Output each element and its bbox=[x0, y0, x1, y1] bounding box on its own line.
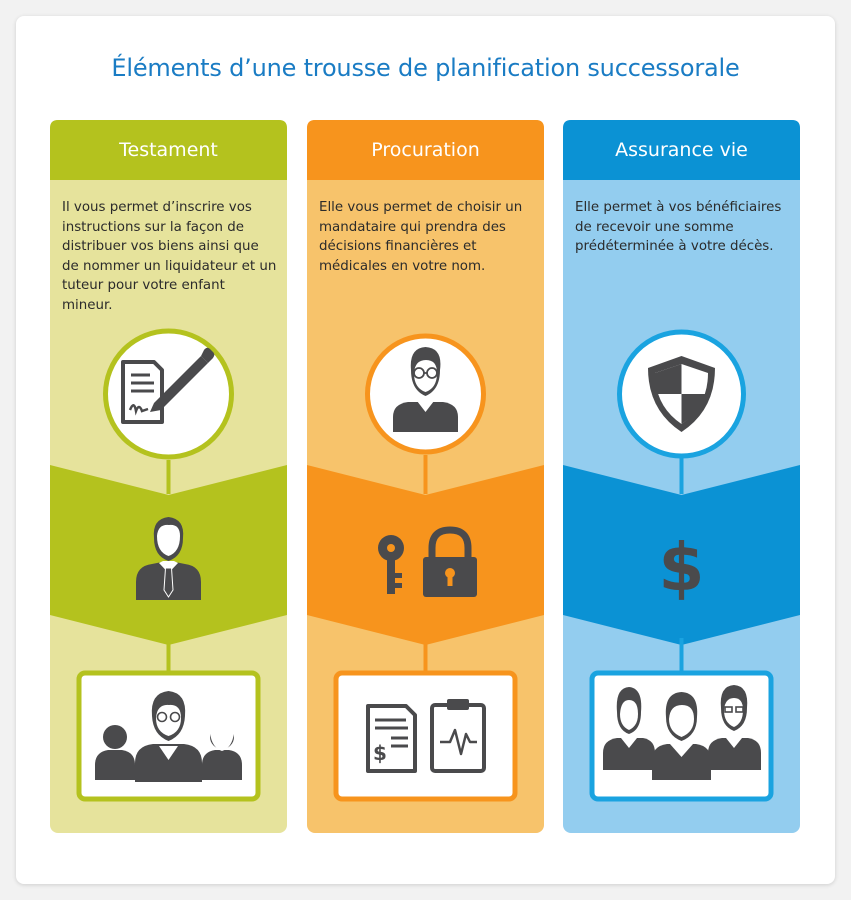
column-testament-graphic bbox=[50, 120, 287, 833]
column-description: Elle permet à vos bénéficiaires de recev… bbox=[575, 200, 782, 255]
column-procuration-graphic: $ bbox=[307, 120, 544, 833]
man-tie-icon bbox=[136, 517, 201, 600]
dollar-icon: $ bbox=[659, 529, 705, 606]
column-assurance-vie: $ Assurance vie Elle permet à vos bénéfi… bbox=[563, 120, 800, 833]
column-heading: Assurance vie bbox=[615, 139, 748, 161]
shield-icon bbox=[617, 329, 746, 459]
document-pen-icon bbox=[103, 328, 234, 460]
group-icon bbox=[589, 670, 774, 802]
family-icon bbox=[76, 670, 261, 802]
column-assurance-vie-graphic: $ bbox=[563, 120, 800, 833]
person-glasses-icon bbox=[365, 333, 486, 455]
column-description: Il vous permet d’inscrire vos instructio… bbox=[62, 200, 277, 313]
documents-clipboard-icon: $ bbox=[333, 670, 518, 802]
key-lock-icon bbox=[378, 526, 477, 597]
column-procuration: $ Procuration Elle vous permet de choisi… bbox=[307, 120, 544, 833]
svg-text:$: $ bbox=[659, 529, 705, 606]
column-description: Elle vous permet de choisir un mandatair… bbox=[319, 200, 523, 274]
column-heading: Testament bbox=[119, 139, 218, 161]
page-title: Éléments d’une trousse de planification … bbox=[111, 54, 740, 82]
column-testament: Testament Il vous permet d’inscrire vos … bbox=[50, 120, 287, 833]
column-heading: Procuration bbox=[371, 139, 480, 161]
svg-text:$: $ bbox=[373, 741, 387, 765]
